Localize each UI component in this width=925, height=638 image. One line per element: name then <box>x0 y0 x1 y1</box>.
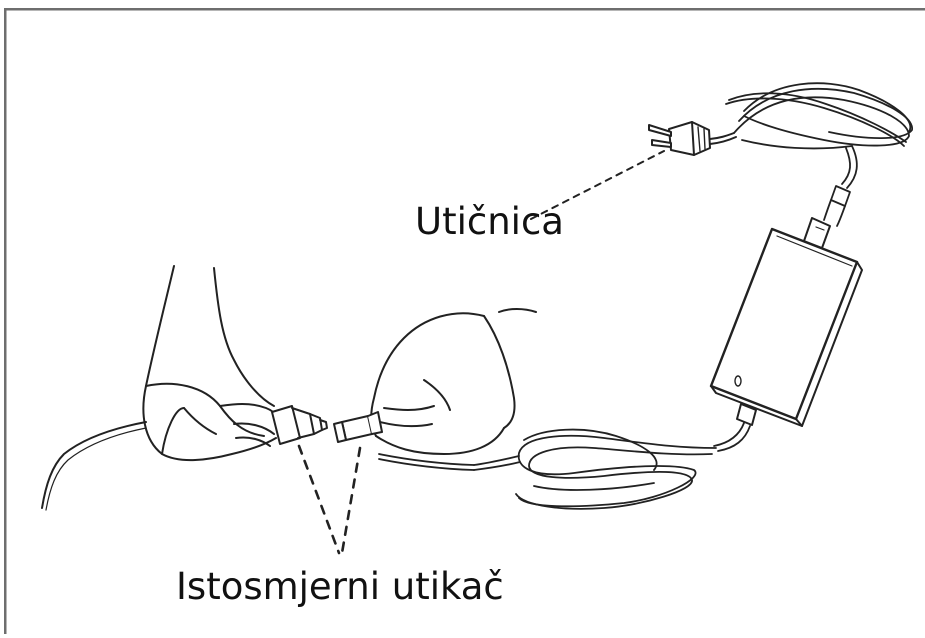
hand-icon-right <box>371 309 536 454</box>
illustration <box>4 8 925 634</box>
diagram-frame <box>4 8 925 634</box>
wall-plug-icon <box>649 122 736 155</box>
coiled-cable-bottom <box>379 423 750 509</box>
dc-jack-icon <box>334 412 382 442</box>
dc-leader-line-left <box>299 446 339 553</box>
hand-icon <box>143 266 280 460</box>
power-adapter-icon <box>711 218 862 426</box>
dc-plug-label: Istosmjerni utikač <box>176 568 504 605</box>
dc-plug-icon <box>272 406 327 444</box>
dc-leader-line-right <box>342 448 360 553</box>
dc-cable-left <box>42 422 146 508</box>
socket-label: Utičnica <box>415 203 564 240</box>
coiled-cable-top <box>726 83 912 226</box>
